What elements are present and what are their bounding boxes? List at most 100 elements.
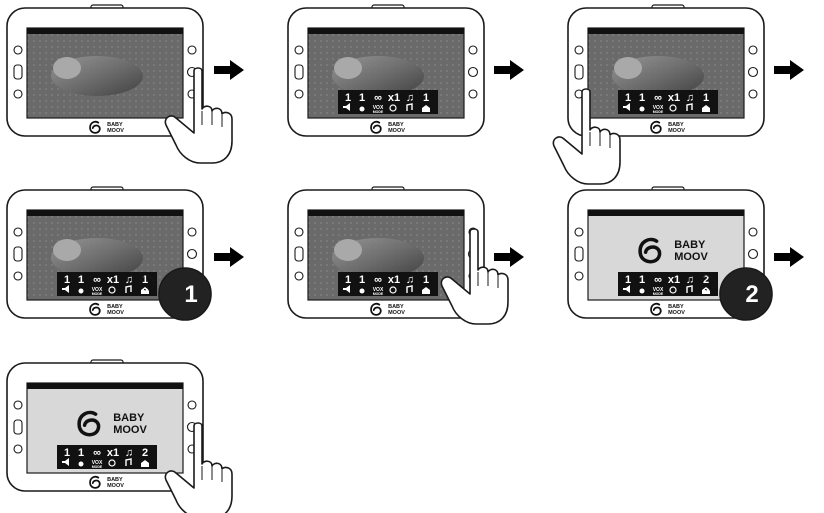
left-button-bottom	[574, 271, 584, 281]
baby-head-image	[334, 57, 362, 79]
hand-press-up	[440, 228, 509, 325]
brand-line-1: BABY	[113, 412, 145, 424]
finger-lines	[201, 466, 223, 482]
status-value-1: 1	[359, 92, 365, 104]
up-button	[748, 45, 758, 55]
baby-head-image	[53, 239, 81, 261]
brand-line-2: MOOV	[107, 310, 124, 316]
left-button-bottom	[294, 271, 304, 281]
status-value-1: 1	[639, 92, 645, 104]
status-value-4: ♫	[686, 92, 694, 104]
brand-line-1: BABY	[388, 122, 404, 128]
babymoov-logo-icon	[89, 302, 101, 316]
pointing-hand-icon	[440, 228, 509, 325]
status-value-0: 1	[625, 92, 631, 104]
down-button	[748, 89, 758, 99]
left-button-mid	[294, 64, 304, 80]
babymoov-logo-icon	[89, 120, 101, 134]
brightness-icon	[359, 106, 365, 112]
left-button-bottom	[13, 444, 23, 454]
brand-line-2: MOOV	[668, 310, 685, 316]
babymoov-logo-icon	[650, 302, 662, 316]
up-button	[468, 45, 478, 55]
camera-icon	[702, 287, 710, 294]
status-bar	[27, 28, 183, 34]
status-bar	[27, 210, 183, 216]
step-arrow-4	[214, 247, 244, 267]
status-value-5: 2	[703, 274, 709, 286]
overlay-background	[338, 272, 438, 296]
status-value-5: 1	[423, 274, 429, 286]
zoom-icon	[389, 104, 397, 112]
status-value-0: 1	[625, 274, 631, 286]
brand-line-1: BABY	[107, 477, 123, 483]
brightness-icon	[78, 288, 84, 294]
baby-head-image	[53, 57, 81, 79]
camera-icon	[141, 460, 149, 467]
status-value-0: 1	[345, 274, 351, 286]
status-bar	[27, 383, 183, 389]
babymoov-logo-icon	[89, 475, 101, 489]
brightness-icon	[639, 106, 645, 112]
mode-label: MODE	[373, 110, 384, 114]
brand-line-1: BABY	[388, 304, 404, 310]
vox-label: VOX	[373, 287, 384, 293]
babymoov-logo-icon	[650, 120, 662, 134]
status-value-3: x1	[388, 274, 400, 286]
step-arrow-5	[494, 247, 524, 267]
camera-icon	[422, 287, 430, 294]
status-value-4: ♫	[686, 274, 694, 286]
pointing-hand-icon	[552, 88, 621, 185]
status-value-1: 1	[359, 274, 365, 286]
left-button-top	[574, 227, 584, 237]
up-button	[187, 45, 197, 55]
brightness-icon	[359, 288, 365, 294]
music-note-icon	[125, 458, 132, 466]
brand-line-2: MOOV	[668, 128, 685, 134]
camera-icon	[422, 105, 430, 112]
zoom-icon	[108, 286, 116, 294]
pointing-hand-icon	[164, 422, 233, 513]
status-value-3: x1	[668, 92, 680, 104]
zoom-icon	[669, 286, 677, 294]
brand-line-2: MOOV	[388, 128, 405, 134]
camera-icon	[141, 287, 149, 294]
zoom-callout: 1	[139, 267, 212, 321]
status-value-0: 1	[64, 447, 70, 459]
brand-line-1: BABY	[107, 304, 123, 310]
left-button-top	[13, 45, 23, 55]
zoom-callout: 2	[700, 267, 773, 321]
status-value-3: x1	[107, 274, 119, 286]
baby-head-image	[614, 57, 642, 79]
speaker-icon	[62, 285, 69, 293]
status-value-3: x1	[668, 274, 680, 286]
status-bar	[308, 210, 464, 216]
left-button-bottom	[13, 89, 23, 99]
left-button-mid	[13, 246, 23, 262]
vox-label: VOX	[92, 287, 103, 293]
babymoov-logo-icon	[638, 237, 662, 264]
step-arrow-2	[494, 60, 524, 80]
left-button-bottom	[13, 271, 23, 281]
status-value-2: ∞	[654, 92, 662, 104]
music-note-icon	[686, 103, 693, 111]
speaker-icon	[623, 103, 630, 111]
step-arrow-1	[214, 60, 244, 80]
baby-head-image	[334, 239, 362, 261]
down-button	[468, 89, 478, 99]
hand-press-home	[164, 67, 233, 164]
overlay-background	[618, 90, 718, 114]
brand-line-2: MOOV	[388, 310, 405, 316]
left-button-mid	[13, 64, 23, 80]
hand-press-left	[552, 88, 621, 185]
